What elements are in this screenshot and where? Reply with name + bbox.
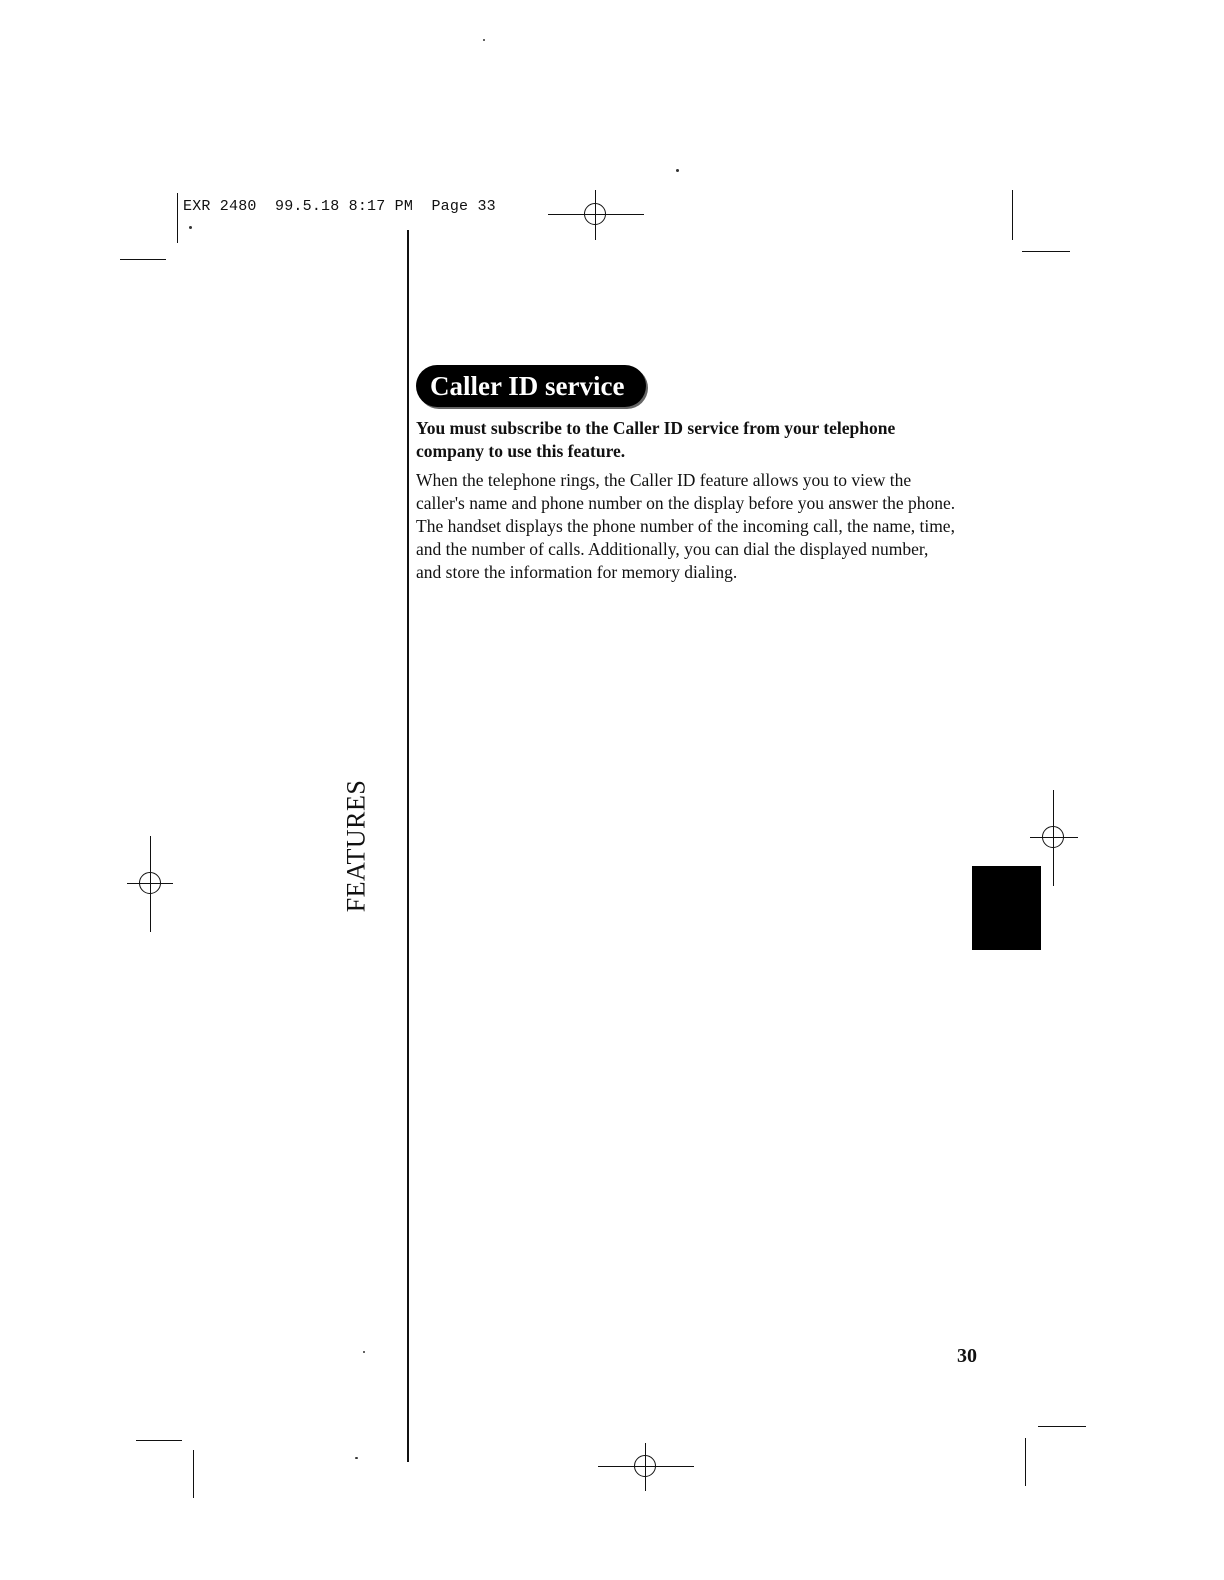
caller-id-description: When the telephone rings, the Caller ID …	[416, 470, 956, 513]
registration-mark-top-icon	[584, 203, 606, 225]
print-job-header: EXR 2480 99.5.18 8:17 PM Page 33	[183, 198, 496, 215]
scan-speck	[483, 39, 485, 41]
thumb-index-block	[972, 866, 1041, 950]
scan-speck	[363, 1351, 365, 1353]
registration-mark-right-icon	[1042, 826, 1064, 848]
scan-speck	[189, 226, 192, 229]
chapter-side-tab: FEATURES	[326, 779, 386, 913]
crop-mark-top-left-vertical	[177, 193, 178, 243]
crop-mark-top-right-horizontal	[1022, 251, 1070, 252]
crop-mark-bottom-right-horizontal	[1038, 1426, 1086, 1427]
registration-mark-left-icon	[139, 872, 161, 894]
page-number: 30	[957, 1345, 977, 1367]
column-divider	[407, 230, 409, 1462]
chapter-side-tab-label: FEATURES	[341, 779, 371, 913]
crop-mark-top-right-vertical	[1012, 190, 1013, 240]
scan-speck	[676, 169, 679, 172]
crop-mark-top-left-horizontal	[120, 259, 166, 260]
section-body: You must subscribe to the Caller ID serv…	[416, 417, 956, 584]
crop-mark-bottom-left-horizontal	[136, 1440, 182, 1441]
registration-mark-bottom-icon	[634, 1455, 656, 1477]
handset-display-description: The handset displays the phone number of…	[416, 516, 955, 582]
subscription-notice: You must subscribe to the Caller ID serv…	[416, 418, 896, 461]
crop-mark-bottom-left-vertical	[193, 1450, 194, 1498]
section-title: Caller ID service	[416, 365, 647, 407]
scan-speck	[355, 1457, 358, 1459]
crop-mark-bottom-right-vertical	[1025, 1438, 1026, 1486]
